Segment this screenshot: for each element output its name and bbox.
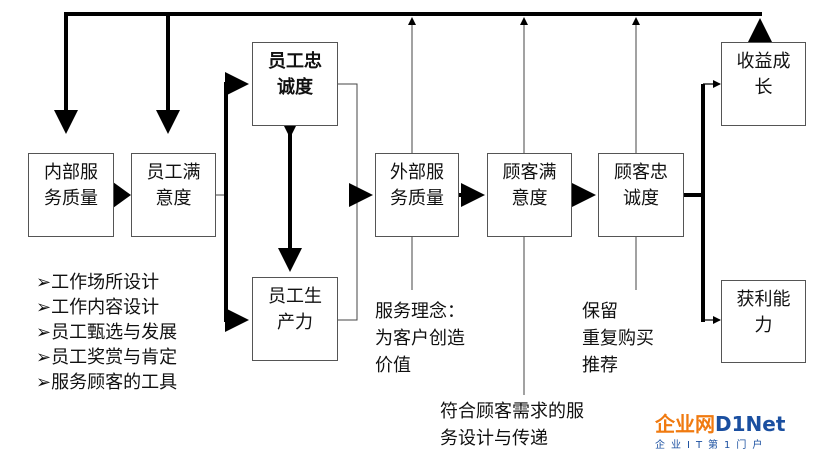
note-line: 符合顾客需求的服: [440, 401, 584, 422]
workplace-factors-list: ➢工作场所设计 ➢工作内容设计 ➢员工甄选与发展 ➢员工奖赏与肯定 ➢服务顾客的…: [36, 270, 177, 395]
logo-cn: 企业网: [655, 412, 715, 436]
list-item: ➢员工奖赏与肯定: [36, 347, 178, 368]
service-concept-note: 服务理念： 为客户创造 价值: [375, 298, 465, 379]
box-label: 外部服: [390, 162, 444, 183]
logo-en: D1Net: [715, 412, 786, 436]
box-employee-satisfaction: 员工满 意度: [131, 153, 216, 237]
list-item: ➢工作场所设计: [36, 272, 160, 293]
note-line: 推荐: [582, 355, 618, 376]
box-customer-loyalty: 顾客忠 诚度: [598, 153, 684, 237]
box-employee-productivity: 员工生 产力: [252, 277, 338, 361]
arrow-internal-to-satisfaction: [113, 182, 131, 208]
box-external-service-quality: 外部服 务质量: [375, 153, 459, 237]
note-line: 为客户创造: [375, 328, 465, 349]
box-label: 员工忠: [268, 51, 322, 72]
box-label: 诚度: [277, 77, 313, 98]
box-label: 长: [754, 77, 773, 98]
list-item: ➢员工甄选与发展: [36, 322, 178, 343]
service-design-note: 符合顾客需求的服 务设计与传递: [440, 398, 584, 452]
box-label: 获利能: [736, 289, 791, 310]
box-internal-service-quality: 内部服 务质量: [28, 153, 114, 237]
box-label: 收益成: [736, 51, 791, 72]
note-line: 务设计与传递: [440, 428, 548, 449]
watermark-logo: 企业网D1Net 企业IT第1门户: [655, 412, 785, 452]
box-label: 务质量: [44, 188, 98, 209]
note-line: 价值: [375, 355, 411, 376]
list-item: ➢工作内容设计: [36, 297, 160, 318]
box-label: 意度: [511, 188, 548, 209]
box-label: 员工生: [268, 286, 322, 307]
join-thin-lines: [337, 83, 358, 321]
customer-behaviors-note: 保留 重复购买 推荐: [582, 298, 654, 379]
box-profitability: 获利能 力: [721, 280, 806, 363]
note-line: 保留: [582, 301, 618, 322]
box-label: 顾客满: [502, 162, 557, 183]
box-label: 产力: [277, 312, 313, 333]
box-revenue-growth: 收益成 长: [721, 42, 806, 126]
box-label: 意度: [155, 188, 192, 209]
note-line: 服务理念：: [375, 301, 465, 322]
box-label: 力: [754, 315, 773, 336]
note-line: 重复购买: [582, 328, 654, 349]
box-label: 务质量: [390, 188, 444, 209]
box-label: 员工满: [146, 162, 201, 183]
logo-sub: 企业IT第1门户: [655, 440, 769, 451]
box-label: 顾客忠: [614, 162, 668, 183]
list-item: ➢服务顾客的工具: [36, 372, 178, 393]
box-employee-loyalty: 员工忠 诚度: [252, 42, 338, 126]
box-label: 诚度: [623, 188, 659, 209]
box-customer-satisfaction: 顾客满 意度: [487, 153, 572, 237]
box-label: 内部服: [44, 162, 98, 183]
